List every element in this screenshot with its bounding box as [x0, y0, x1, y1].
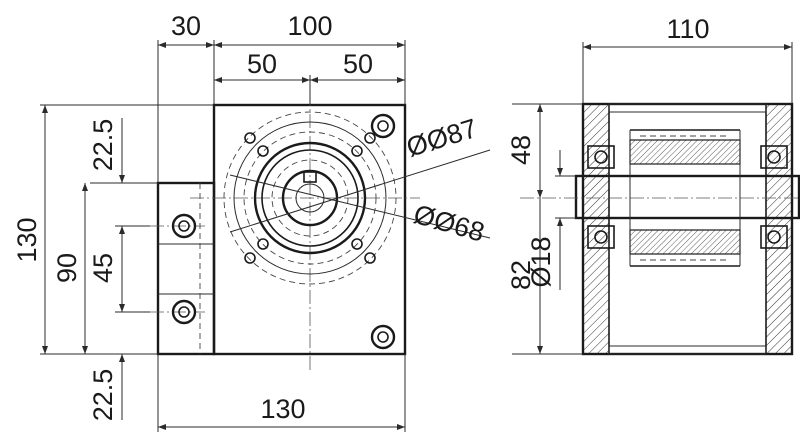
shaft [574, 174, 800, 220]
dim-22-5-top: 22.5 [88, 119, 118, 172]
bearing-left-lower [587, 225, 615, 249]
dim-100: 100 [287, 11, 332, 41]
dim-130-bottom: 130 [260, 394, 305, 424]
gear-upper [629, 139, 741, 165]
dim-dia-18: Ø18 [526, 236, 556, 287]
block-bolt-upper [171, 213, 197, 239]
block-bolt-lower [171, 299, 197, 325]
side-view: 110 48 Ø18 82 [506, 14, 800, 356]
dim-110: 110 [666, 14, 709, 44]
dim-48: 48 [506, 135, 536, 165]
keyway [303, 171, 317, 183]
gear-lower [629, 229, 741, 255]
side-mount-block [156, 181, 216, 356]
dim-30: 30 [171, 11, 201, 41]
dim-22-5-bottom: 22.5 [88, 369, 118, 422]
dim-dia-68: ØØ68 [410, 199, 488, 248]
bearing-right-lower [760, 225, 788, 249]
dim-90: 90 [52, 253, 82, 283]
bearing-left-upper [587, 145, 615, 169]
dim-130-left: 130 [12, 217, 42, 262]
bolt-circle-68 [243, 131, 377, 265]
bolt-circle-87 [223, 111, 397, 285]
bearing-right-upper [760, 145, 788, 169]
dim-45: 45 [88, 253, 118, 283]
dim-50-left: 50 [247, 49, 277, 79]
corner-bolt-bottom [370, 324, 396, 350]
dim-82: 82 [506, 260, 536, 290]
dim-50-right: 50 [343, 49, 373, 79]
dim-dia-87: ØØ87 [403, 113, 481, 163]
corner-bolt-top [370, 113, 396, 139]
front-view: 30 100 50 50 22.5 130 90 45 22.5 130 ØØ8… [12, 11, 491, 432]
